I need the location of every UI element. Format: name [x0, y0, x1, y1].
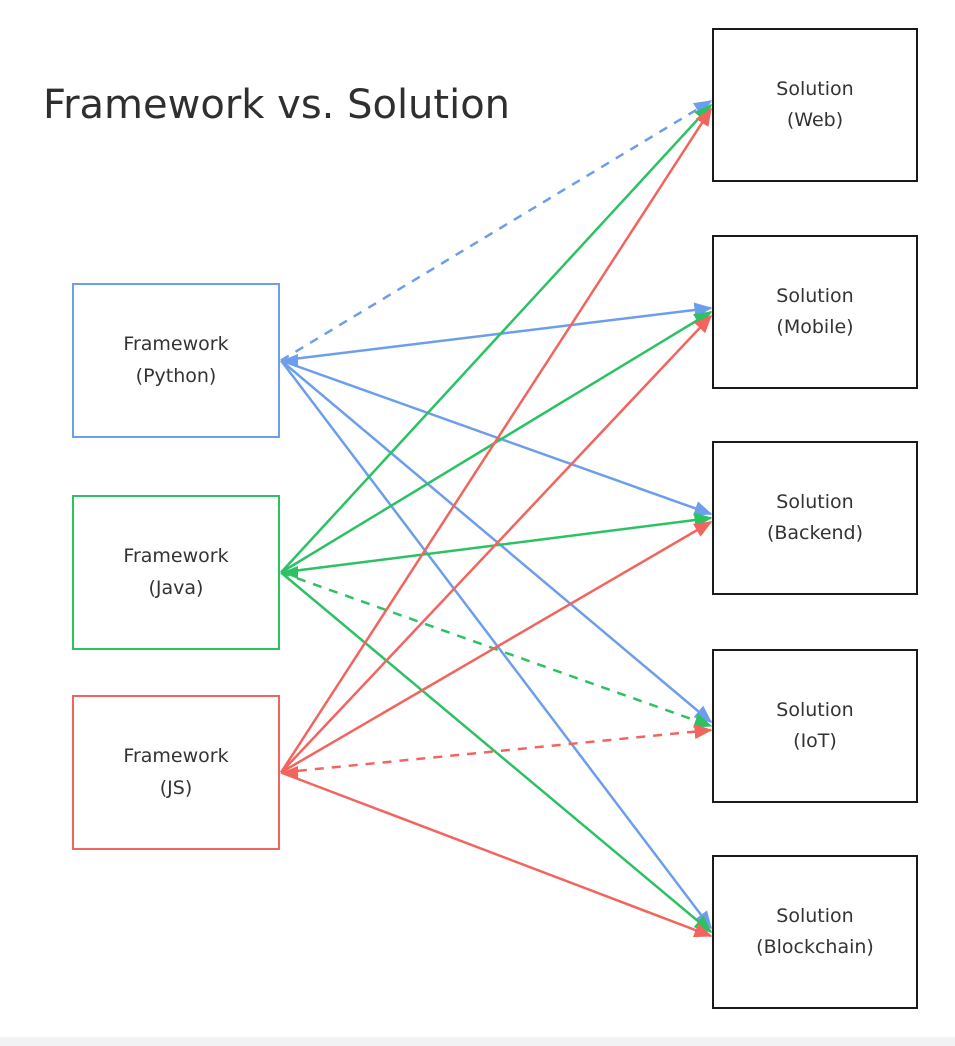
solution-node-mobile: Solution (Mobile) [712, 235, 918, 389]
node-title: Framework [123, 333, 229, 356]
edge-python-iot [280, 359, 713, 723]
solution-node-blockchain: Solution (Blockchain) [712, 855, 918, 1009]
edge-java-iot [280, 571, 713, 728]
back-arrowhead-js [282, 766, 298, 779]
node-title: Solution [776, 904, 854, 927]
node-subtitle: (Mobile) [776, 316, 854, 338]
solution-node-backend: Solution (Backend) [712, 441, 918, 595]
node-subtitle: (Web) [786, 109, 844, 131]
edge-python-backend [280, 359, 713, 516]
node-title: Framework [123, 745, 229, 768]
node-title: Solution [776, 698, 854, 721]
page-title: Framework vs. Solution [43, 82, 511, 128]
edge-js-web [279, 107, 713, 774]
edge-python-web [280, 99, 713, 362]
framework-node-js: Framework (JS) [72, 695, 280, 850]
node-subtitle: (Backend) [766, 522, 864, 544]
bottom-strip [0, 1037, 955, 1046]
solution-node-iot: Solution (IoT) [712, 649, 918, 803]
edge-js-blockchain [280, 771, 713, 938]
framework-node-java: Framework (Java) [72, 495, 280, 650]
node-subtitle: (JS) [159, 776, 193, 799]
edge-js-backend [280, 520, 713, 774]
node-title: Solution [776, 490, 854, 513]
edge-js-mobile [280, 314, 713, 774]
node-title: Solution [776, 77, 854, 100]
edge-java-blockchain [280, 571, 713, 933]
edge-python-blockchain [280, 359, 712, 930]
node-title: Solution [776, 284, 854, 307]
edge-python-mobile [280, 302, 713, 362]
node-subtitle: (IoT) [793, 730, 837, 752]
node-subtitle: (Blockchain) [756, 936, 874, 958]
node-subtitle: (Python) [135, 364, 217, 387]
edge-js-iot [280, 724, 713, 774]
node-subtitle: (Java) [148, 576, 204, 599]
solution-node-web: Solution (Web) [712, 28, 918, 182]
node-title: Framework [123, 545, 229, 568]
framework-node-python: Framework (Python) [72, 283, 280, 438]
edge-java-web [280, 103, 713, 574]
back-arrowhead-java [282, 566, 298, 579]
